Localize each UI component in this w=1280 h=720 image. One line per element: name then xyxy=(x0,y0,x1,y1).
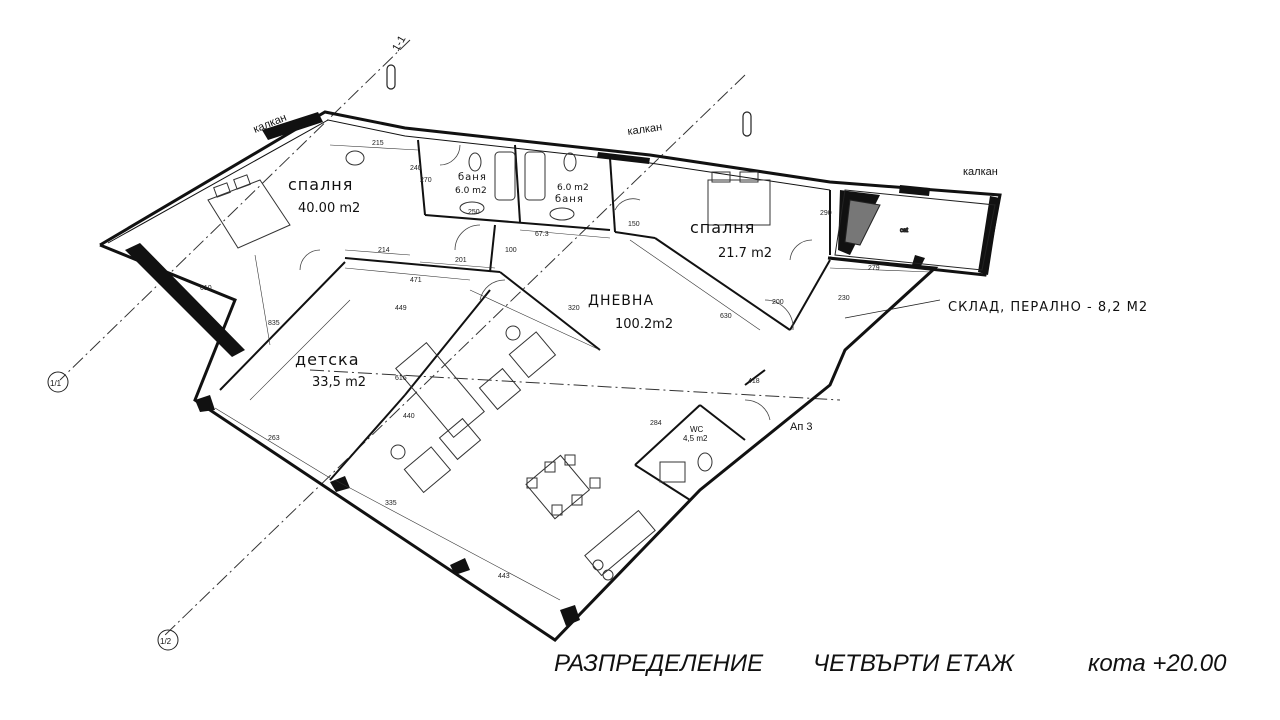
door-swings xyxy=(299,144,813,421)
svg-text:284: 284 xyxy=(650,420,662,427)
svg-text:250: 250 xyxy=(468,209,480,216)
room-area-bedroom-1: 40.00 m2 xyxy=(298,201,360,216)
svg-text:290: 290 xyxy=(820,210,832,217)
svg-text:263: 263 xyxy=(268,435,280,442)
furniture xyxy=(207,150,771,581)
svg-text:320: 320 xyxy=(568,305,580,312)
svg-text:230: 230 xyxy=(838,295,850,302)
svg-text:cat: cat xyxy=(900,228,908,234)
svg-text:835: 835 xyxy=(268,320,280,327)
svg-text:443: 443 xyxy=(498,573,510,580)
storage-label: СКЛАД, ПЕРАЛНО - 8,2 М2 xyxy=(948,300,1148,315)
dimension-texts: 215 240 270 250 290 214 201 100 67.3 150… xyxy=(200,140,880,580)
section-arrows xyxy=(386,64,752,137)
svg-text:201: 201 xyxy=(455,257,467,264)
room-name-bath-2: баня xyxy=(555,194,584,205)
room-area-bath-1: 6.0 m2 xyxy=(455,186,487,196)
gable-label-3: калкан xyxy=(963,166,998,178)
svg-text:418: 418 xyxy=(748,378,760,385)
axis-lines xyxy=(59,39,841,636)
svg-text:279: 279 xyxy=(868,265,880,272)
room-area-bath-2: 6.0 m2 xyxy=(557,183,589,193)
svg-text:150: 150 xyxy=(628,221,640,228)
svg-text:214: 214 xyxy=(378,247,390,254)
gable-label-2: калкан xyxy=(627,121,663,138)
room-area-kids: 33,5 m2 xyxy=(312,375,366,390)
room-area-wc: 4,5 m2 xyxy=(683,434,708,443)
outer-walls xyxy=(99,110,1002,642)
svg-text:335: 335 xyxy=(385,500,397,507)
svg-text:630: 630 xyxy=(720,313,732,320)
axis-marker-2 xyxy=(157,629,179,651)
room-area-living: 100.2m2 xyxy=(615,317,673,332)
storage-leader xyxy=(844,299,941,319)
room-name-kids: детска xyxy=(295,350,360,369)
caption-floor: ЧЕТВЪРТИ ЕТАЖ xyxy=(813,650,1014,677)
room-name-wc: WC xyxy=(690,425,704,434)
room-name-bedroom-2: спалня xyxy=(690,218,755,237)
svg-text:270: 270 xyxy=(420,177,432,184)
apartment-label: Ап 3 xyxy=(790,421,812,433)
axis-marker-1 xyxy=(47,371,69,393)
svg-text:616: 616 xyxy=(395,375,407,382)
balcony: cat xyxy=(834,189,996,271)
interior-walls xyxy=(219,139,831,501)
svg-text:471: 471 xyxy=(410,277,422,284)
svg-text:440: 440 xyxy=(403,413,415,420)
axis-label-1: 1/1 xyxy=(50,379,62,388)
svg-text:200: 200 xyxy=(772,299,784,306)
caption-title: РАЗПРЕДЕЛЕНИЕ xyxy=(554,650,764,677)
room-name-bedroom-1: спалня xyxy=(288,175,353,194)
svg-text:240: 240 xyxy=(410,165,422,172)
section-label: 1-1 xyxy=(390,34,408,54)
dimension-lines xyxy=(214,144,931,601)
svg-text:67.3: 67.3 xyxy=(535,231,549,238)
caption-level: кота +20.00 xyxy=(1088,650,1227,677)
axis-label-2: 1/2 xyxy=(160,637,172,646)
svg-text:215: 215 xyxy=(372,140,384,147)
svg-text:449: 449 xyxy=(395,305,407,312)
svg-text:100: 100 xyxy=(505,247,517,254)
room-area-bedroom-2: 21.7 m2 xyxy=(718,246,772,261)
room-name-bath-1: баня xyxy=(458,172,487,183)
svg-text:610: 610 xyxy=(200,285,212,292)
room-name-living: ДНЕВНА xyxy=(588,293,654,309)
